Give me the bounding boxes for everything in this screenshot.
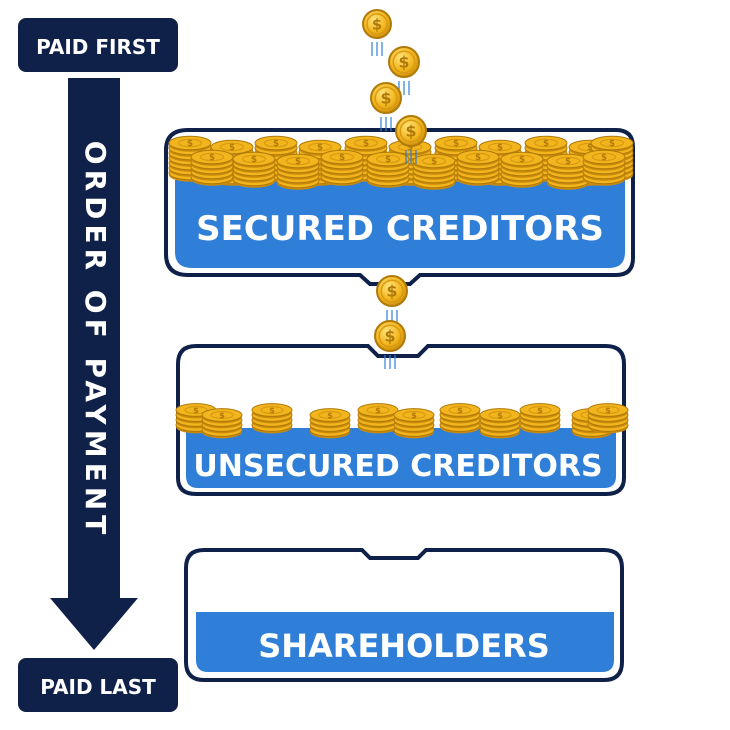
svg-text:$: $ <box>375 405 381 415</box>
coin-stack: $ <box>190 149 234 186</box>
coin-pile: $$$$$$$$$$$$$$$$$$$$$ <box>168 135 634 190</box>
coin-stack: $ <box>439 403 481 434</box>
coin-stack: $ <box>582 149 626 186</box>
paid-last-label: PAID LAST <box>40 675 156 699</box>
svg-text:$: $ <box>372 16 382 33</box>
tier-shareholders: SHAREHOLDERS <box>184 548 624 682</box>
coin-stack: $ <box>519 403 561 434</box>
svg-text:$: $ <box>453 139 459 149</box>
svg-text:$: $ <box>385 155 391 165</box>
svg-text:$: $ <box>411 410 417 420</box>
tier-secured-creditors: $$$$$$$$$$$$$$$$$$$$$ SECURED CREDITORS <box>164 128 635 286</box>
paid-first-label: PAID FIRST <box>36 35 160 59</box>
coin-stack: $ <box>587 403 629 434</box>
tier-fill-bar <box>186 428 616 488</box>
dollar-coin-icon: $ <box>374 320 406 352</box>
svg-text:$: $ <box>219 410 225 420</box>
coin-stack: $ <box>479 408 521 439</box>
svg-text:$: $ <box>543 139 549 149</box>
coin-stack: $ <box>412 153 456 190</box>
order-of-payment: PAID FIRST ORDER OF PAYMENT PAID LAST <box>18 18 178 712</box>
svg-text:$: $ <box>605 405 611 415</box>
dollar-coin-icon: $ <box>370 82 402 114</box>
arrow-down-icon <box>50 78 138 650</box>
svg-text:$: $ <box>387 282 398 301</box>
svg-text:$: $ <box>519 155 525 165</box>
svg-text:$: $ <box>407 143 413 153</box>
svg-text:$: $ <box>457 405 463 415</box>
svg-text:$: $ <box>385 327 396 346</box>
coin-stack: $ <box>320 149 364 186</box>
svg-text:$: $ <box>497 410 503 420</box>
svg-text:$: $ <box>295 157 301 167</box>
coin-stack: $ <box>232 151 276 188</box>
svg-text:$: $ <box>187 139 193 149</box>
svg-text:$: $ <box>537 405 543 415</box>
coin-stack: $ <box>393 408 435 439</box>
svg-text:$: $ <box>229 143 235 153</box>
svg-text:$: $ <box>497 143 503 153</box>
tier-label: SHAREHOLDERS <box>258 627 550 665</box>
svg-text:$: $ <box>381 89 392 108</box>
svg-text:$: $ <box>601 153 607 163</box>
coin-stack: $ <box>366 151 410 188</box>
coin-stack: $ <box>276 153 320 190</box>
coin-stack: $ <box>500 151 544 188</box>
svg-text:$: $ <box>317 143 323 153</box>
svg-text:$: $ <box>363 139 369 149</box>
svg-text:$: $ <box>327 410 333 420</box>
svg-text:$: $ <box>273 139 279 149</box>
dollar-coin-icon: $ <box>376 275 408 307</box>
paid-first-badge: PAID FIRST <box>18 18 178 72</box>
tier-unsecured-creditors: $$$$$$$$$$$ UNSECURED CREDITORS <box>175 344 629 496</box>
svg-text:$: $ <box>431 157 437 167</box>
svg-text:$: $ <box>406 122 417 141</box>
svg-text:$: $ <box>475 153 481 163</box>
svg-text:$: $ <box>565 157 571 167</box>
svg-text:$: $ <box>399 53 410 72</box>
svg-text:$: $ <box>587 143 593 153</box>
svg-text:$: $ <box>269 405 275 415</box>
tier-label: SECURED CREDITORS <box>196 209 604 249</box>
falling-coins: $ $ $ $ $ $ <box>362 9 427 369</box>
tier-fill-bar <box>196 612 614 672</box>
coin-stack: $ <box>309 408 351 439</box>
coin-stack: $ <box>201 408 243 439</box>
coin-stack: $ <box>251 403 293 434</box>
svg-text:$: $ <box>209 153 215 163</box>
coin-stack: $ <box>546 153 590 190</box>
coin-stack: $ <box>456 149 500 186</box>
dollar-coin-icon: $ <box>388 46 420 78</box>
order-of-payment-label: ORDER OF PAYMENT <box>79 141 112 539</box>
dollar-coin-icon: $ <box>362 9 392 39</box>
svg-text:$: $ <box>193 405 199 415</box>
tier-fill-bar <box>175 180 625 268</box>
coin-stack: $ <box>357 403 399 434</box>
coin-pile: $$$$$$$$$$$ <box>175 403 629 439</box>
paid-last-badge: PAID LAST <box>18 658 178 712</box>
svg-text:$: $ <box>251 155 257 165</box>
dollar-coin-icon: $ <box>395 115 427 147</box>
svg-text:$: $ <box>609 139 615 149</box>
tier-label: UNSECURED CREDITORS <box>193 449 602 484</box>
svg-text:$: $ <box>339 153 345 163</box>
